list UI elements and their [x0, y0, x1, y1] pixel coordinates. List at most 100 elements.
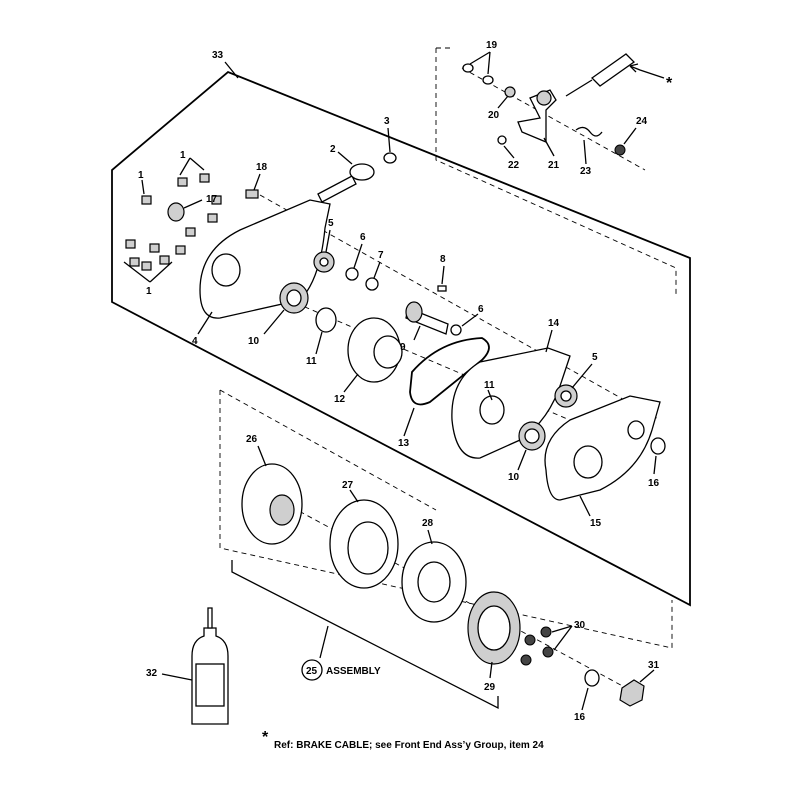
callout-6-lower: 6 — [478, 304, 484, 315]
callout-1-bottom: 1 — [146, 286, 152, 297]
callout-20: 20 — [488, 110, 500, 121]
shaft-sleeve — [349, 163, 375, 181]
spring-23 — [575, 126, 603, 137]
bolt — [177, 177, 188, 187]
callout-12: 12 — [334, 394, 346, 405]
washer-16-upper — [650, 437, 666, 455]
callout-8: 8 — [440, 254, 446, 265]
callout-6-lower-leader — [461, 313, 479, 327]
spacer-20 — [504, 86, 516, 98]
brake-drum-27-inner — [347, 521, 389, 575]
callout-16-lower-leader — [581, 687, 589, 711]
callout-15-leader — [579, 495, 591, 517]
bolt — [125, 239, 136, 249]
callout-2: 2 — [330, 144, 336, 155]
pulley-26-hub — [269, 494, 295, 526]
nut-30 — [520, 654, 532, 666]
shaft-9-gear — [405, 301, 423, 323]
callout-3: 3 — [384, 116, 390, 127]
washer-19b — [482, 75, 494, 85]
callout-9: 9 — [400, 342, 406, 353]
callout-24: 24 — [636, 116, 648, 127]
front-housing-bore — [573, 445, 603, 479]
footnote-marker: * — [262, 729, 269, 746]
brake-cable-end — [590, 53, 636, 87]
callout-18-leader — [253, 173, 261, 191]
bolt — [207, 213, 218, 223]
callout-16-upper-leader — [653, 455, 657, 475]
callout-21: 21 — [548, 160, 560, 171]
bolt — [141, 261, 152, 271]
callout-29-leader — [489, 661, 493, 679]
sprocket-12-hub — [373, 335, 403, 369]
callout-9-leader — [413, 325, 421, 341]
callout-33: 33 — [212, 50, 224, 61]
backing-plate-29-inner — [477, 605, 511, 651]
bolt — [129, 257, 140, 267]
nut-31 — [619, 679, 645, 707]
washer-6-upper — [345, 267, 359, 281]
brake-drum-assembly-bracket — [231, 560, 499, 710]
callout-27-leader — [349, 489, 359, 503]
bearing-5-upper-inner — [319, 257, 329, 267]
nut-30-group — [520, 626, 554, 666]
callout-29: 29 — [484, 682, 496, 693]
bolt-group — [125, 173, 222, 271]
gasket-14-bore — [479, 395, 505, 425]
snap-ring-3 — [383, 152, 397, 164]
bolt-18 — [245, 189, 259, 199]
nut-30 — [540, 626, 552, 638]
bolt — [175, 245, 186, 255]
callout-30-leader — [551, 625, 573, 651]
callout-17-leader — [183, 199, 203, 209]
callout-27: 27 — [342, 480, 354, 491]
callout-14: 14 — [548, 318, 560, 329]
assembly-25-label: ASSEMBLY — [326, 666, 381, 677]
washer-6-lower — [450, 324, 462, 336]
callout-16-lower: 16 — [574, 712, 586, 723]
callout-11-lower-leader — [487, 389, 493, 401]
seal-10-upper-inner — [286, 289, 302, 307]
callout-15: 15 — [590, 518, 602, 529]
callout-13: 13 — [398, 438, 410, 449]
callout-asterisk: * — [666, 75, 673, 92]
callout-2-leader — [337, 151, 353, 165]
brake-lever-dashed-box — [435, 48, 677, 296]
callout-5-lower-leader — [571, 363, 593, 389]
callout-12-leader — [343, 373, 359, 393]
callout-7: 7 — [378, 250, 384, 261]
callout-4-leader — [197, 311, 213, 335]
asterisk-arrowhead — [629, 63, 639, 73]
callout-18: 18 — [256, 162, 268, 173]
assembly-25-leader — [319, 625, 329, 659]
callout-20-leader — [497, 95, 509, 109]
callout-6-upper: 6 — [360, 232, 366, 243]
bushing-11-upper — [315, 307, 337, 333]
gasket-14 — [451, 347, 571, 459]
callout-3-leader — [387, 127, 391, 153]
key-8 — [437, 285, 447, 292]
nut-30 — [524, 634, 536, 646]
callout-11-lower: 11 — [484, 380, 495, 391]
callout-13-leader — [403, 407, 415, 437]
ring-7 — [365, 277, 379, 291]
chain-13 — [409, 337, 490, 406]
callout-10-lower-leader — [517, 449, 527, 471]
bolt — [149, 243, 160, 253]
callout-32: 32 — [146, 668, 158, 679]
lubricant-bottle-32-label — [195, 663, 225, 707]
callout-1-bottom-leader — [123, 261, 173, 283]
bolt — [199, 173, 210, 183]
callout-11-upper-leader — [315, 331, 323, 355]
shaft — [317, 175, 357, 203]
center-axis-upper — [259, 194, 661, 421]
callout-19-leader — [469, 51, 491, 75]
callout-1-left: 1 — [138, 170, 144, 181]
callout-26: 26 — [246, 434, 258, 445]
callout-26-leader — [257, 445, 267, 467]
callout-5-upper: 5 — [328, 218, 334, 229]
callout-22-leader — [503, 145, 515, 159]
front-housing-hub — [627, 420, 645, 440]
callout-23: 23 — [580, 166, 592, 177]
